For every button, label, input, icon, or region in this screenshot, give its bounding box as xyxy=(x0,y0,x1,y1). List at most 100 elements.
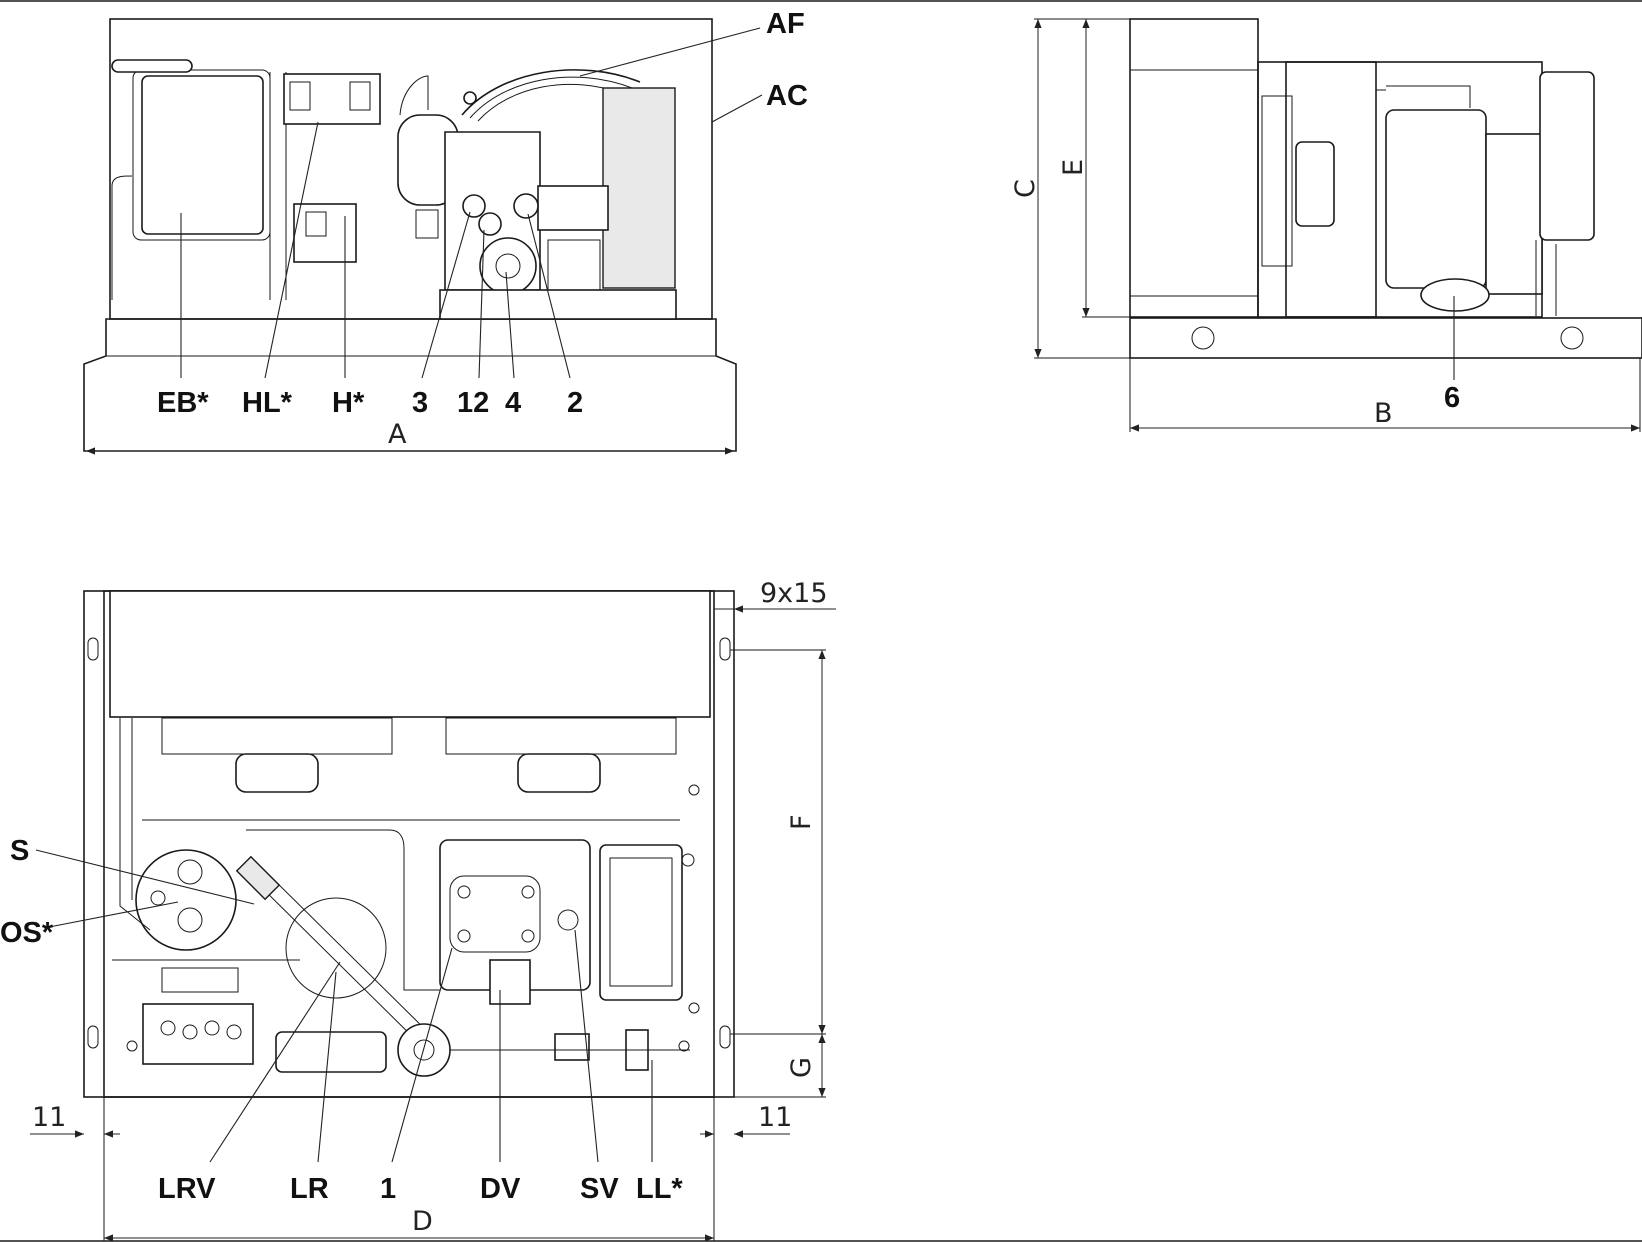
suction-valve-body xyxy=(479,237,537,295)
top-fan-guard-2 xyxy=(445,717,677,755)
label-eb: EB* xyxy=(157,387,209,419)
junction-box xyxy=(142,1003,254,1065)
bolt-r xyxy=(688,784,700,796)
side-compressor-motor xyxy=(1485,133,1543,295)
leader-os xyxy=(43,901,179,929)
dim-label-g: G xyxy=(786,1057,817,1078)
side-top-pipe xyxy=(1376,85,1471,108)
liquid-receiver-valve-handle xyxy=(235,855,281,901)
label-ac: AC xyxy=(766,80,808,112)
leader-hl xyxy=(264,121,319,379)
leader-lr xyxy=(317,971,337,1163)
left-riser-pipe xyxy=(119,718,151,931)
receiver-pipe xyxy=(399,75,429,116)
label-af: AF xyxy=(766,8,805,40)
pressure-switch-window-1 xyxy=(289,81,311,111)
leader-4 xyxy=(505,271,515,379)
compressor-feet-rail xyxy=(439,289,677,320)
side-fan-motor xyxy=(1295,141,1335,227)
side-right-legs xyxy=(1535,240,1557,316)
junction-box-gland-4 xyxy=(226,1024,242,1040)
dim-label-edge-right: 11 xyxy=(758,1102,792,1133)
bolt-r2 xyxy=(688,1002,700,1014)
front-view-leaders xyxy=(180,27,763,379)
side-base xyxy=(1129,317,1642,359)
label-1: 1 xyxy=(380,1173,396,1205)
junction-box-gland-1 xyxy=(160,1020,176,1036)
front-base xyxy=(83,318,737,452)
label-12: 12 xyxy=(457,387,489,419)
leader-af xyxy=(579,27,761,77)
liquid-receiver-top xyxy=(285,897,387,999)
dim-label-a: A xyxy=(388,419,407,450)
fan-guard-arc-1 xyxy=(461,69,641,116)
top-solenoid-valve xyxy=(554,1033,590,1061)
bolt-bl xyxy=(126,1040,138,1052)
dim-label-d: D xyxy=(412,1206,433,1237)
solenoid-valve-front xyxy=(547,239,601,293)
oil-separator-valve xyxy=(150,890,166,906)
dim-label-c: C xyxy=(1010,179,1041,198)
label-os: OS* xyxy=(0,917,54,949)
side-condenser-face xyxy=(1129,69,1259,297)
top-fan-motor-2 xyxy=(517,753,601,793)
leader-s xyxy=(35,849,255,905)
label-6: 6 xyxy=(1444,382,1460,414)
leader-2 xyxy=(527,213,571,379)
oil-separator-port-1 xyxy=(177,859,203,885)
leader-3 xyxy=(421,211,471,379)
suction-valve-port xyxy=(495,253,521,279)
front-valve-knob xyxy=(463,91,477,105)
dim-label-b: B xyxy=(1374,398,1393,429)
fan-guard-arc-3 xyxy=(477,83,625,122)
pressure-switch-window-2 xyxy=(349,81,371,111)
top-view-leaders xyxy=(35,849,653,1163)
dim-label-e: E xyxy=(1058,159,1089,176)
top-electric-box xyxy=(599,844,683,1001)
label-dv: DV xyxy=(480,1173,521,1205)
top-fan-guard-1 xyxy=(161,717,393,755)
side-fan-coil xyxy=(1261,95,1293,267)
heater-box-window xyxy=(305,211,327,237)
fitting-2 xyxy=(513,193,539,219)
label-2: 2 xyxy=(567,387,583,419)
head-bolt-1 xyxy=(457,885,471,899)
side-base-hole-right xyxy=(1560,326,1584,350)
junction-box-cap xyxy=(161,967,239,993)
oil-separator-port-2 xyxy=(177,907,203,933)
junction-box-gland-3 xyxy=(204,1020,220,1036)
leader-ac xyxy=(711,94,763,123)
dim-label-edge-left: 11 xyxy=(32,1102,66,1133)
discharge-valve xyxy=(489,959,531,1005)
side-fitting-6 xyxy=(1420,278,1490,312)
label-4: 4 xyxy=(505,387,521,419)
top-slot-bl xyxy=(87,1025,99,1049)
sight-glass xyxy=(415,209,439,239)
fitting-12 xyxy=(478,212,502,236)
filter-drier xyxy=(397,1023,451,1077)
label-ll: LL* xyxy=(636,1173,683,1205)
top-slot-tl xyxy=(87,637,99,661)
dim-label-slot: 9x15 xyxy=(760,578,828,609)
liquid-line xyxy=(249,867,443,1055)
label-sv: SV xyxy=(580,1173,619,1205)
label-lrv: LRV xyxy=(158,1173,216,1205)
label-lr: LR xyxy=(290,1173,329,1205)
leader-1 xyxy=(391,947,453,1163)
top-fan-motor-1 xyxy=(235,753,319,793)
top-view xyxy=(83,590,735,1098)
compressor-motor xyxy=(602,87,676,289)
top-slot-tr xyxy=(719,637,731,661)
electric-box xyxy=(141,75,264,235)
side-view xyxy=(1129,18,1642,359)
fan-guard-arc-2 xyxy=(469,76,633,119)
head-bolt-3 xyxy=(457,929,471,943)
side-condenser-frame xyxy=(1129,18,1259,318)
receiver-base xyxy=(275,1031,387,1073)
top-compressor-head xyxy=(449,875,541,953)
terminal-box xyxy=(537,185,609,231)
front-left-pipe xyxy=(111,175,133,300)
front-view xyxy=(83,18,737,452)
dim-label-f: F xyxy=(786,814,817,830)
